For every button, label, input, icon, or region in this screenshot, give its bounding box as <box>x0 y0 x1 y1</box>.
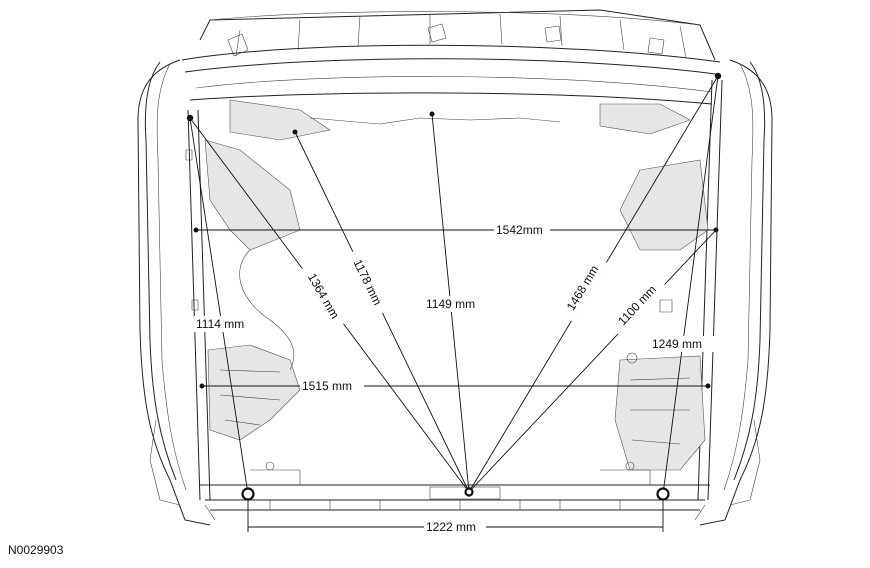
label-left-vertical: 1114 mm <box>196 317 244 331</box>
point-lower-right <box>705 383 711 389</box>
upper-cross-member <box>181 9 721 141</box>
label-diag-left-outer: 1364 mm <box>305 271 342 321</box>
measuring-points <box>186 72 722 501</box>
label-top-width: 1542mm <box>496 223 543 237</box>
point-mid-right <box>713 227 719 233</box>
dim-line-diag-right-inner <box>468 229 717 493</box>
label-center-vertical: 1149 mm <box>426 297 475 311</box>
engine-bay-components <box>204 139 709 471</box>
label-diag-right-inner: 1100 mm <box>615 283 659 328</box>
point-bottom-center <box>464 487 474 497</box>
left-fender-outline <box>137 59 211 526</box>
point-bottom-right <box>656 487 670 501</box>
point-top-left <box>186 114 194 122</box>
reference-code: N0029903 <box>8 543 64 557</box>
point-bottom-left <box>241 487 255 501</box>
label-bottom-width: 1222 mm <box>426 520 476 534</box>
point-mid-left <box>193 227 199 233</box>
label-diag-right-outer: 1468 mm <box>564 263 602 313</box>
point-lower-left <box>199 383 205 389</box>
lower-cross-member <box>200 461 710 521</box>
dim-line-left-vertical <box>189 117 249 495</box>
label-lower-width: 1515 mm <box>302 379 352 393</box>
label-right-vertical: 1249 mm <box>652 337 702 351</box>
point-top-right <box>714 72 722 80</box>
right-fender-outline <box>699 59 773 526</box>
dim-line-right-vertical <box>662 75 719 495</box>
point-top-center <box>429 111 435 117</box>
point-upper-left-inner <box>292 129 298 135</box>
